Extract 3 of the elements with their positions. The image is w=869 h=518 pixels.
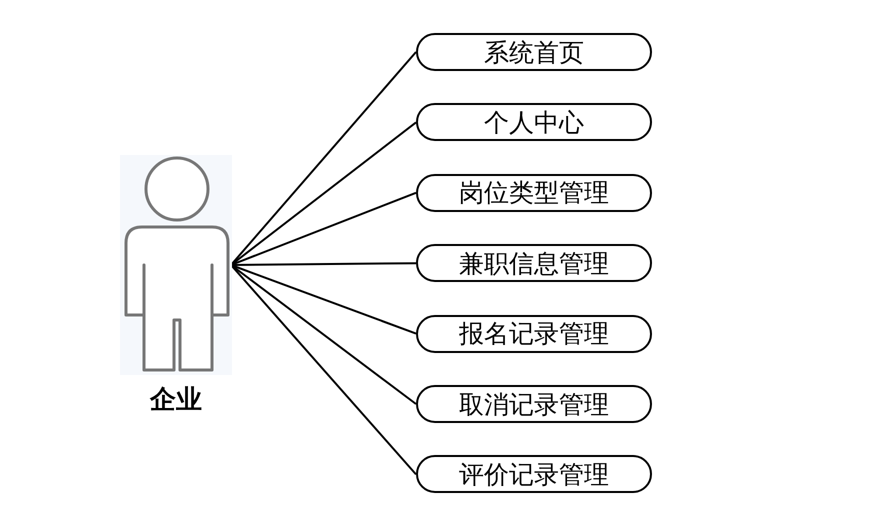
connector-line bbox=[230, 262, 416, 266]
connector-line bbox=[230, 264, 416, 335]
actor-label: 企业 bbox=[150, 387, 202, 413]
